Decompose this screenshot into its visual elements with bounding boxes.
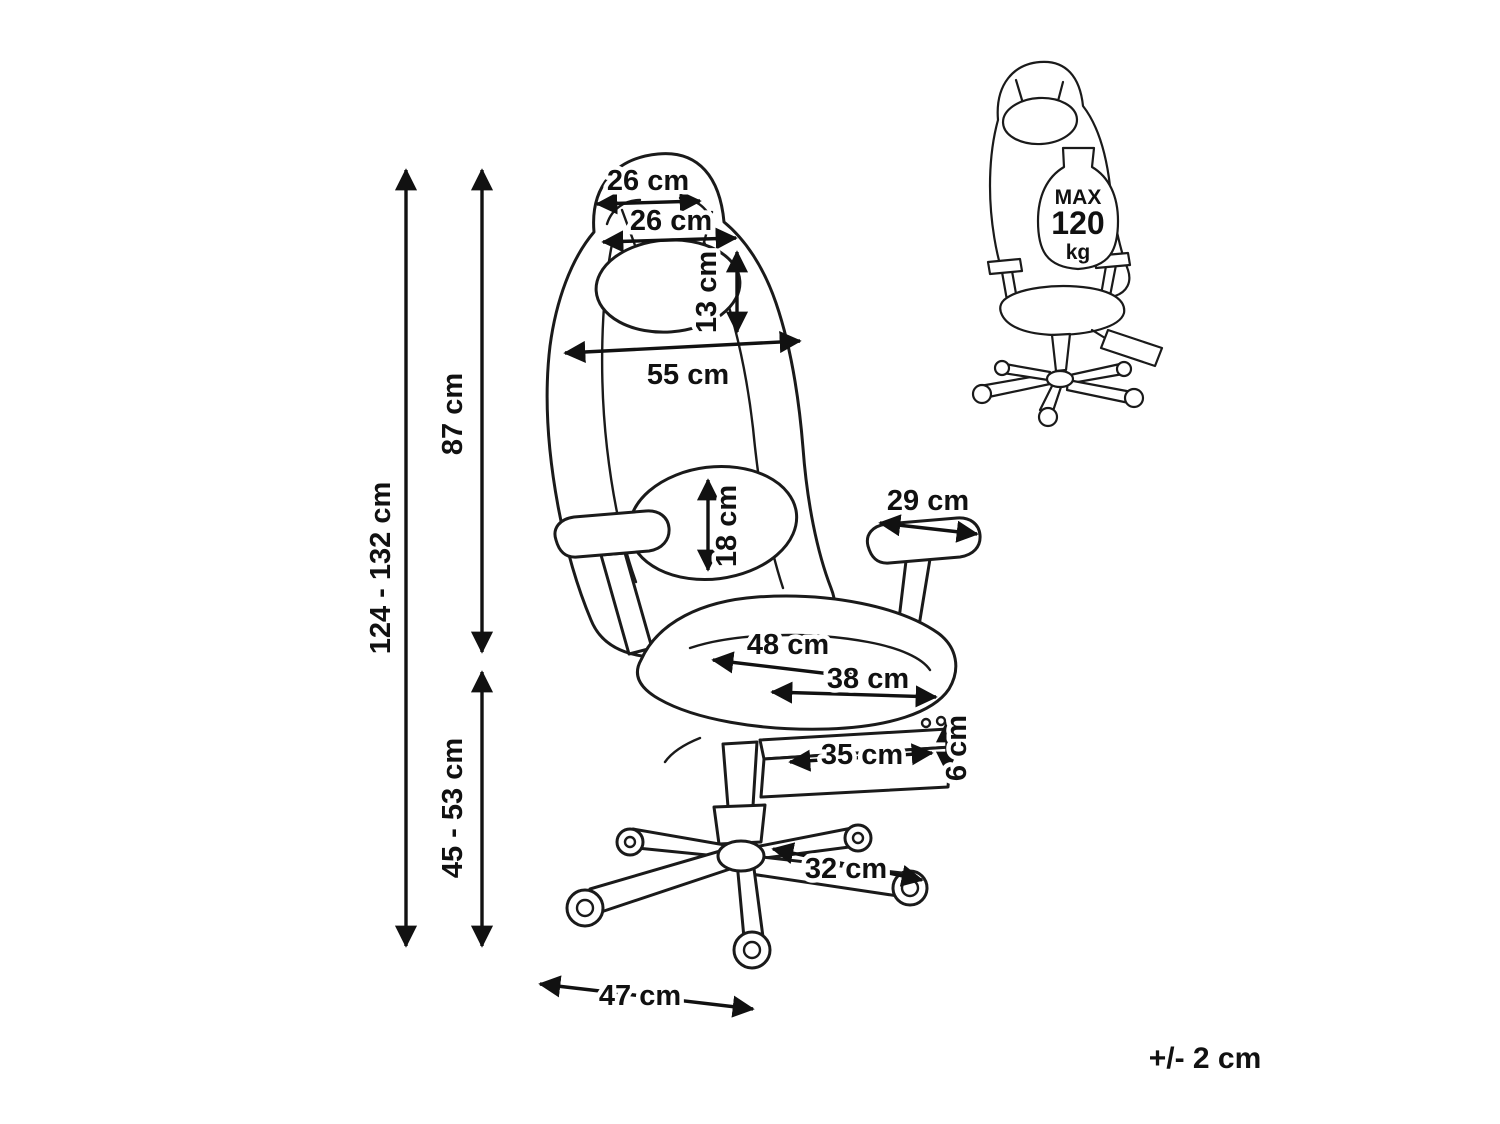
caster-left	[565, 888, 605, 928]
seat-contour-line	[688, 633, 932, 672]
label-footrest-width: 35 cm	[821, 739, 903, 771]
left-armrest-pad	[553, 509, 671, 559]
tolerance-note: +/- 2 cm	[1149, 1042, 1262, 1075]
mini-caster-back-right	[1115, 360, 1133, 378]
mini-caster-back-left	[993, 359, 1011, 377]
caster-front	[732, 930, 772, 970]
mini-base-leg-back-left	[1001, 362, 1052, 382]
footrest-knob-2	[920, 717, 932, 729]
mini-seat	[999, 285, 1126, 337]
caster-back-right	[843, 823, 873, 853]
mini-base-hub	[1045, 369, 1075, 389]
mini-pillow-strap-right	[1056, 80, 1065, 103]
label-seat-depth: 38 cm	[827, 663, 909, 695]
gas-lift-upper	[721, 740, 759, 809]
max-load-line1: MAX	[1055, 186, 1102, 209]
label-seat-width: 48 cm	[747, 629, 829, 661]
arrow-pillow-width	[601, 227, 738, 253]
gas-lift-lower	[712, 803, 767, 846]
tilt-lever	[663, 736, 702, 764]
arrow-seat-depth	[770, 681, 938, 708]
arrow-base-width	[538, 975, 755, 1018]
mini-caster-front	[1037, 406, 1059, 428]
label-armrest-length: 29 cm	[887, 485, 969, 517]
max-load-line3: kg	[1066, 241, 1091, 264]
label-total-height: 124 - 132 cm	[365, 482, 397, 655]
label-backrest-width: 55 cm	[647, 359, 729, 391]
base-hub	[716, 839, 766, 873]
max-load-line2: 120	[1051, 205, 1104, 241]
label-backrest-height: 87 cm	[437, 373, 469, 455]
mini-caster-right	[1123, 387, 1145, 409]
arrow-seat-width	[711, 651, 858, 686]
label-seat-height: 45 - 53 cm	[437, 738, 469, 878]
label-lumbar-height: 18 cm	[711, 485, 743, 567]
caster-front-hub	[742, 940, 762, 960]
mini-base-leg-back-right	[1068, 362, 1125, 385]
arrow-base-leg-length	[771, 842, 924, 887]
mini-base-leg-right	[1065, 378, 1134, 405]
label-base-leg-length: 32 cm	[805, 853, 887, 885]
main-chair-drawing	[545, 152, 982, 970]
arrow-backrest-width	[563, 331, 802, 363]
dimension-arrows	[394, 168, 979, 1018]
caster-back-left	[615, 827, 645, 857]
arrow-footrest-width	[788, 743, 934, 772]
mini-head-pillow	[1001, 96, 1079, 146]
mini-gas-lift	[1050, 332, 1072, 373]
arrow-headrest-top-width	[595, 190, 702, 215]
label-pillow-height: 13 cm	[691, 251, 723, 333]
caster-back-left-hub	[623, 835, 637, 849]
mini-chair-drawing: MAX 120 kg	[971, 60, 1164, 428]
label-pillow-width: 26 cm	[630, 205, 712, 237]
label-headrest-top-width: 26 cm	[607, 165, 689, 197]
max-load-weight-icon	[1036, 146, 1120, 271]
mini-caster-left	[971, 383, 993, 405]
caster-left-hub	[575, 898, 595, 918]
dimension-labels: 124 - 132 cm 87 cm 45 - 53 cm 26 cm 26 c…	[361, 161, 978, 1017]
base-leg-left	[588, 847, 735, 915]
label-base-width: 47 cm	[599, 980, 681, 1012]
mini-pillow-strap-left	[1014, 78, 1024, 102]
label-footrest-thickness: 6 cm	[941, 715, 973, 781]
mini-left-armrest-pad	[986, 257, 1024, 276]
arrow-armrest-length	[878, 514, 979, 543]
mini-footrest	[1099, 328, 1164, 368]
